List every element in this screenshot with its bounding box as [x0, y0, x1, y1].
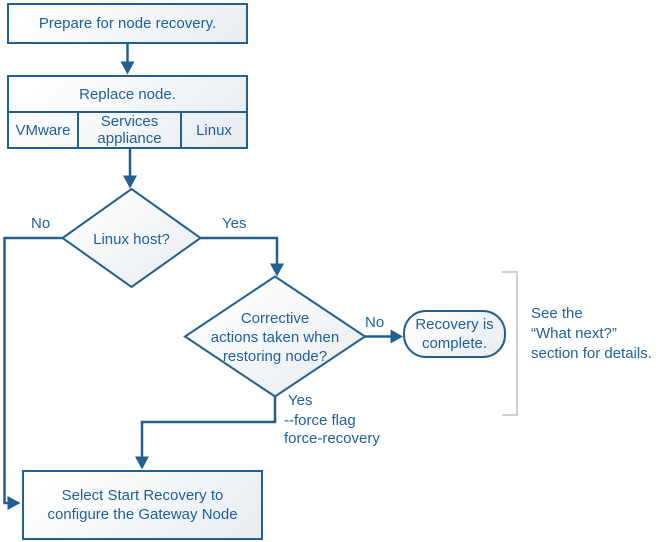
corrective-line-1: Corrective — [240, 310, 310, 327]
force-flag-line-1: --force flag — [284, 412, 356, 429]
step-replace-label: Replace node. — [79, 85, 176, 103]
decision-linux-host-label: Linux host? — [93, 231, 170, 248]
what-next-line-3: section for details. — [531, 345, 652, 362]
edge-label-no-left: No — [31, 215, 51, 232]
what-next-line-1: See the — [531, 305, 583, 322]
connector-linux-host-no-path — [3, 236, 63, 505]
terminal-recovery-complete: Recovery is complete. — [403, 310, 506, 358]
what-next-line-2: “What next?” — [531, 325, 617, 342]
step-prepare-node-recovery: Prepare for node recovery. — [7, 3, 248, 44]
platform-cell-linux: Linux — [182, 113, 246, 147]
step-replace-node: Replace node. VMware Services appliance … — [7, 75, 248, 149]
arrowhead-no-path-to-recovery-complete — [390, 329, 403, 344]
recovery-complete-line-1: Recovery is — [415, 316, 494, 333]
bracket-shape — [502, 271, 518, 416]
step-prepare-label: Prepare for node recovery. — [38, 15, 217, 32]
decision-corrective-actions-label: Corrective actions taken when restoring … — [185, 309, 365, 366]
connector-linux-host-yes-path — [200, 236, 279, 264]
recovery-complete-line-2: complete. — [421, 335, 488, 352]
step-start-recovery: Select Start Recovery to configure the G… — [22, 470, 263, 540]
start-recovery-line-1: Select Start Recovery to — [61, 487, 224, 504]
arrowhead-no-path-to-start-recovery — [7, 496, 21, 510]
decision-linux-host-shape — [60, 187, 203, 289]
platform-linux-label: Linux — [196, 121, 232, 139]
connector-corrective-yes-path — [140, 397, 277, 457]
arrowhead-replace-to-linux-host — [123, 175, 137, 189]
decision-corrective-actions-shape — [183, 275, 367, 398]
platform-cell-services-appliance: Services appliance — [79, 113, 182, 147]
platform-cell-vmware: VMware — [9, 113, 79, 147]
corrective-line-2: actions taken when — [210, 329, 340, 346]
arrowhead-yes-path-to-start-recovery — [135, 456, 149, 470]
force-flag-note: --force flag force-recovery — [284, 412, 380, 448]
platform-vmware-label: VMware — [15, 121, 71, 139]
start-recovery-line-2: configure the Gateway Node — [47, 506, 238, 523]
force-flag-line-2: force-recovery — [284, 430, 380, 447]
corrective-line-3: restoring node? — [222, 348, 328, 365]
step-replace-node-header: Replace node. — [9, 77, 246, 113]
edge-label-yes-right: Yes — [222, 215, 247, 232]
edge-label-no-right: No — [365, 314, 385, 331]
platform-services-appliance-label: Services appliance — [97, 113, 162, 147]
arrowhead-prepare-to-replace — [120, 61, 135, 75]
edge-label-yes-bottom: Yes — [288, 392, 313, 409]
what-next-note: See the “What next?” section for details… — [531, 304, 652, 364]
platform-row: VMware Services appliance Linux — [9, 113, 246, 147]
arrowhead-yes-path-to-corrective — [270, 263, 284, 277]
